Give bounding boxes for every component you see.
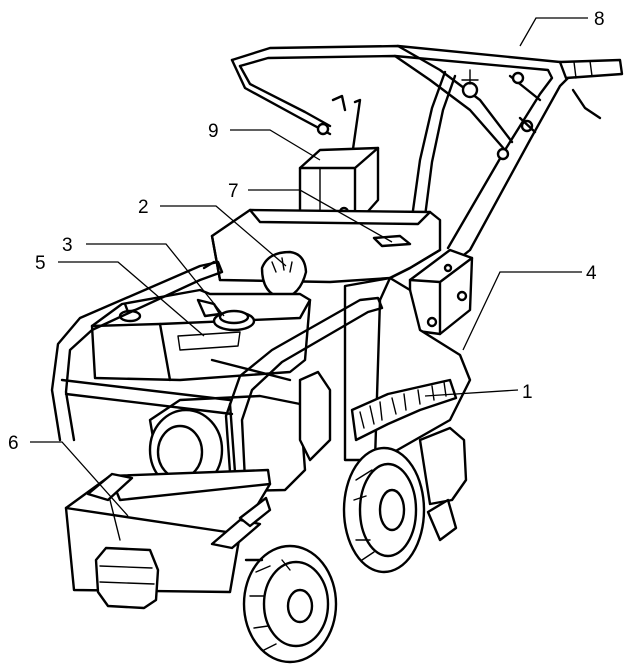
- leader-4: [462, 271, 582, 351]
- leader-8: [519, 17, 588, 47]
- control-box: [298, 98, 380, 228]
- callout-6: 6: [8, 433, 19, 454]
- leader-6: [30, 441, 129, 517]
- fuel-cap-2: [260, 250, 308, 300]
- callout-labels: 1 2 3 4 5 6 7 8 9: [8, 9, 605, 454]
- main-housing: [210, 208, 472, 462]
- callout-5: 5: [35, 253, 46, 274]
- leader-5: [58, 261, 205, 337]
- front-right-wheel: [242, 544, 338, 664]
- rear-wheel: [342, 426, 468, 574]
- callout-8: 8: [594, 9, 605, 30]
- callout-1: 1: [522, 382, 533, 403]
- fuel-tank: [90, 288, 312, 382]
- tank-label-5: [177, 331, 241, 351]
- leader-9: [230, 129, 321, 161]
- hood-label-7: [372, 234, 412, 248]
- callout-7: 7: [228, 181, 239, 202]
- front-left-wheel: [94, 546, 160, 610]
- callout-3: 3: [62, 235, 73, 256]
- leader-3: [86, 243, 225, 317]
- callout-9: 9: [208, 121, 219, 142]
- hose-reel-knob: [461, 81, 479, 99]
- leader-lines: [30, 17, 588, 517]
- leader-7: [248, 189, 393, 243]
- leader-2: [160, 205, 287, 267]
- brand-logo: [350, 378, 458, 442]
- leader-1: [424, 389, 519, 397]
- callout-4: 4: [586, 263, 597, 284]
- front-frame: [50, 260, 384, 502]
- handle-frame: [230, 44, 624, 264]
- callout-2: 2: [138, 197, 149, 218]
